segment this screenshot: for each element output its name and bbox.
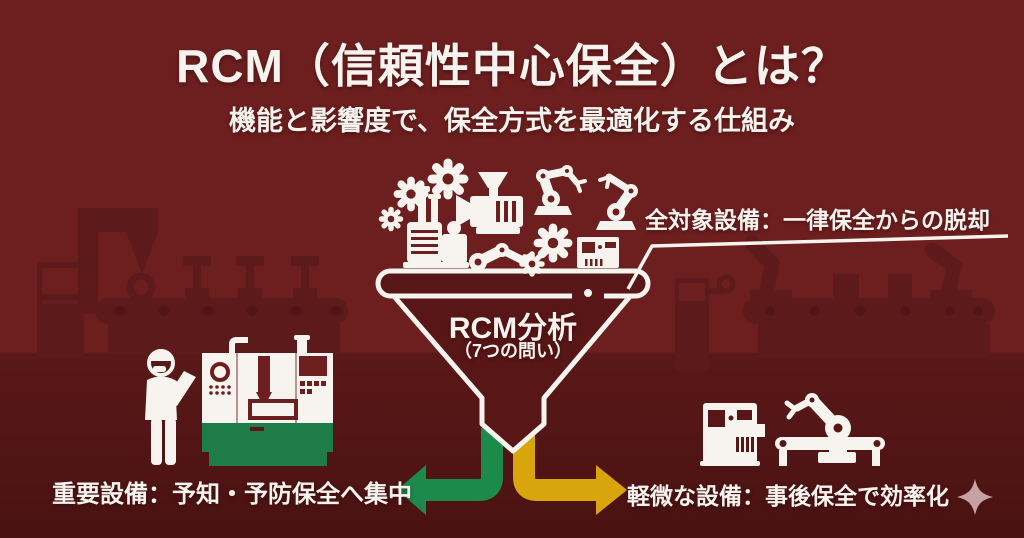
caption-underline [626,234,1009,290]
cnc-machine-icon [202,335,333,466]
arrow-left-green [397,428,503,515]
funnel-icon [375,234,1009,454]
outcome-important-label: 重要設備：予知・予防保全へ集中 [52,481,412,508]
robot-arm-icon [534,165,587,215]
sparkle-icon [957,479,993,515]
gear-icon [381,209,400,228]
robot-arm-icon [469,243,532,271]
funnel-label: RCM分析 [448,312,578,345]
gear-icon [432,163,464,195]
gear-icon [538,228,568,258]
worker-icon [145,349,196,465]
rail-robot-icon [775,393,885,466]
robot-arm-icon [596,173,638,230]
pump-icon [456,172,523,234]
page-title: RCM（信頼性中心保全）とは？ [176,40,848,92]
outcome-minor-label: 軽微な設備：事後保全で効率化 [627,483,949,509]
funnel-sublabel: （7つの問い） [453,341,572,361]
machinery-icons [381,163,638,274]
control-cabinet-icon [577,237,619,268]
generator-icon [700,403,765,466]
funnel-input-caption: 全対象設備：一律保全からの脱却 [645,207,990,233]
arrow-right-yellow [513,422,627,515]
funnel-rim-dot [584,289,592,297]
page-subtitle: 機能と影響度で、保全方式を最適化する仕組み [229,106,795,136]
compressor-icon [403,186,469,268]
